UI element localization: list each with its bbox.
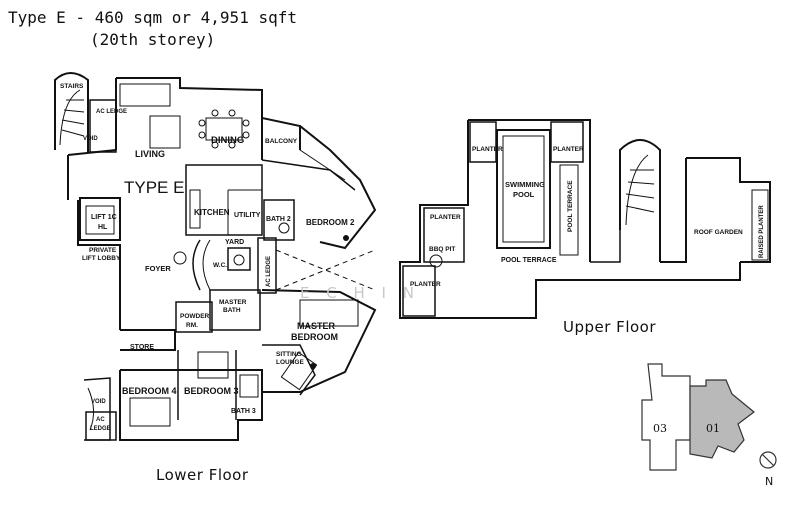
- room-label-void-bottom: VOID: [91, 399, 106, 405]
- room-label-bath3: BATH 3: [231, 408, 256, 415]
- key-plan: 03 01 N: [641, 363, 777, 488]
- room-label-ac-ledge-mid: AC LEDGE: [266, 256, 272, 287]
- room-label-master-bedroom-2: BEDROOM: [291, 332, 338, 342]
- room-label-stairs: STAIRS: [60, 83, 84, 90]
- key-plan-label-01: 01: [706, 422, 720, 435]
- room-label-bedroom3: BEDROOM 3: [184, 386, 239, 396]
- room-label-private-lobby-2: LIFT LOBBY: [82, 255, 121, 262]
- room-label-master-bedroom-1: MASTER: [297, 321, 336, 331]
- room-label-sitting-1: SITTING: [276, 351, 302, 358]
- upper-label-pool-terrace: POOL TERRACE: [501, 257, 557, 264]
- upper-label-planter-tl: PLANTER: [472, 146, 503, 153]
- upper-floor-plan: [399, 119, 771, 319]
- north-label: N: [765, 475, 773, 488]
- room-label-store: STORE: [130, 344, 154, 351]
- room-label-foyer: FOYER: [145, 264, 171, 273]
- room-label-lift-hl: HL: [98, 224, 108, 231]
- upper-label-planter-left: PLANTER: [430, 214, 461, 221]
- room-label-void-top: VOID: [83, 136, 98, 142]
- room-label-master-bath-1: MASTER: [219, 299, 247, 306]
- plan-subtitle: (20th storey): [90, 30, 216, 49]
- unit-type-label: TYPE E: [124, 178, 184, 197]
- room-label-bedroom2: BEDROOM 2: [306, 218, 355, 227]
- room-label-kitchen: KITCHEN: [194, 208, 230, 217]
- room-label-utility: UTILITY: [234, 212, 261, 219]
- plan-title: Type E - 460 sqm or 4,951 sqft: [8, 8, 297, 27]
- upper-label-planter-tr: PLANTER: [553, 146, 584, 153]
- room-label-yard: YARD: [225, 239, 244, 246]
- key-plan-label-03: 03: [653, 422, 667, 435]
- room-label-private-lobby-1: PRIVATE: [89, 247, 117, 254]
- room-label-wc: W.C.: [213, 262, 227, 269]
- watermark: E C H I N: [300, 284, 420, 302]
- upper-label-roof-garden: ROOF GARDEN: [694, 229, 743, 236]
- room-label-powder-2: RM.: [186, 322, 198, 329]
- lower-floor-labels: TYPE E STAIRS AC LEDGE VOID LIVING DININ…: [60, 83, 355, 432]
- upper-label-pool-1: SWIMMING: [505, 180, 545, 189]
- upper-label-planter-bl: PLANTER: [410, 281, 441, 288]
- upper-floor-labels: PLANTER PLANTER SWIMMING POOL POOL TERRA…: [410, 146, 765, 288]
- room-label-ac-ledge-top: AC LEDGE: [96, 109, 127, 115]
- key-plan-block-03: [641, 363, 691, 471]
- room-label-dining: DINING: [211, 135, 244, 146]
- room-label-ac-ledge-bottom-2: LEDGE: [90, 426, 111, 432]
- room-label-balcony: BALCONY: [265, 138, 298, 145]
- room-label-sitting-2: LOUNGE: [276, 359, 304, 366]
- room-label-bath2: BATH 2: [266, 216, 291, 223]
- lower-floor-plan: [54, 72, 377, 441]
- upper-label-raised-planter: RAISED PLANTER: [759, 205, 765, 258]
- room-label-living: LIVING: [135, 149, 165, 159]
- upper-label-pool-terrace-v: POOL TERRACE: [567, 180, 574, 232]
- room-label-master-bath-2: BATH: [223, 307, 241, 314]
- lower-floor-caption: Lower Floor: [156, 466, 249, 484]
- room-label-lift: LIFT 1C: [91, 214, 117, 221]
- upper-floor-caption: Upper Floor: [563, 318, 657, 336]
- upper-label-pool-2: POOL: [513, 190, 535, 199]
- key-plan-block-01-highlight: [689, 379, 755, 459]
- room-label-bedroom4: BEDROOM 4: [122, 386, 177, 396]
- upper-label-bbq: BBQ PIT: [429, 246, 455, 253]
- room-label-powder-1: POWDER: [180, 313, 210, 320]
- room-label-ac-ledge-bottom-1: AC: [96, 417, 105, 423]
